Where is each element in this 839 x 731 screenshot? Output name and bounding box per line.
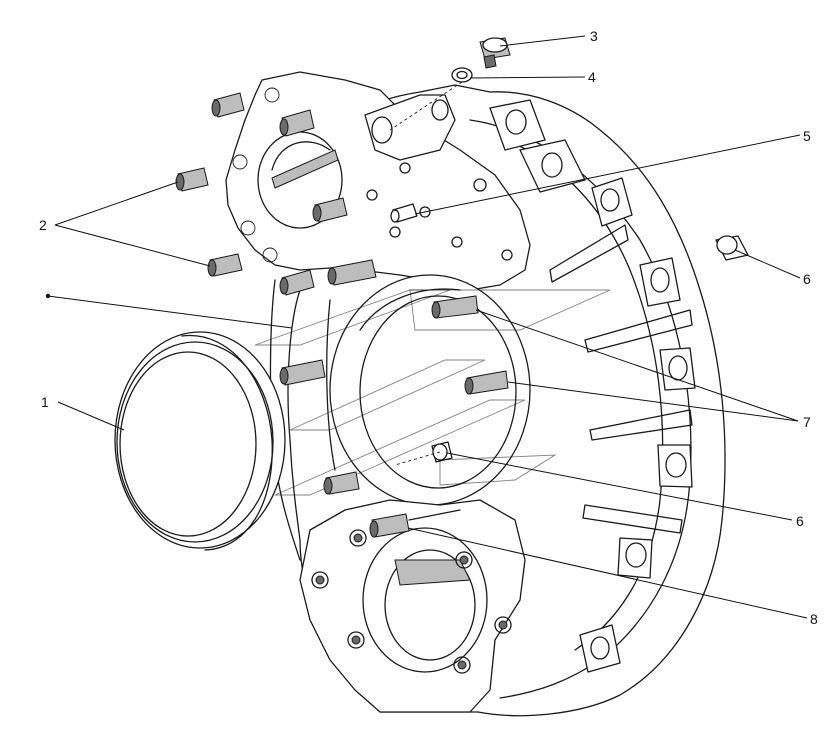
plug-6-center	[431, 441, 453, 463]
callout-3: 3	[590, 28, 598, 44]
leader-4	[469, 76, 586, 79]
stud-2a	[211, 92, 245, 118]
studs-lower	[279, 295, 509, 538]
washer-4	[451, 67, 473, 83]
rim-boss-2	[639, 257, 681, 307]
stud-plate-b	[312, 197, 348, 223]
leader-7b	[507, 381, 799, 422]
leader-6a	[734, 249, 801, 279]
flange-hole-4	[494, 616, 512, 634]
rim-boss-4	[657, 444, 693, 488]
stud-left	[279, 359, 326, 386]
rim-boss-5	[617, 537, 653, 579]
leader-1	[57, 401, 125, 431]
top-boss	[489, 99, 586, 193]
callout-6-lower: 6	[796, 513, 804, 529]
callout-6-upper: 6	[803, 271, 811, 287]
callout-labels: 1 2 3 4 5 6 6 7 8	[39, 28, 818, 627]
plug-6-right	[715, 235, 749, 261]
stud-7a	[431, 295, 479, 319]
callout-4: 4	[588, 69, 596, 85]
leader-5	[414, 134, 801, 215]
leader-2a	[54, 181, 179, 226]
leader-lines	[45, 35, 808, 619]
callout-5: 5	[803, 128, 811, 144]
background-watermark	[254, 289, 611, 496]
leader-6b	[446, 452, 793, 521]
stud-plate-c	[279, 269, 315, 296]
callout-2: 2	[39, 217, 47, 233]
leader-8	[407, 527, 808, 619]
stud-plate-a	[279, 109, 315, 137]
callout-7: 7	[803, 414, 811, 430]
central-bore	[329, 274, 531, 506]
leader-3	[499, 35, 586, 47]
stud-8	[369, 509, 461, 538]
leader-2b	[54, 224, 211, 267]
rim-boss-1	[591, 177, 633, 227]
stud-2c	[207, 253, 243, 277]
flange-hole-3	[311, 571, 329, 589]
bottom-flange	[299, 499, 526, 713]
seal-ring	[114, 331, 286, 551]
reference-dot	[45, 293, 51, 299]
stud-plate-d	[327, 259, 377, 286]
stud-2b	[175, 167, 209, 192]
stud-left-lower	[323, 471, 360, 495]
flange-hole-1	[349, 529, 367, 547]
stud-7b	[464, 370, 509, 395]
dowel-pin	[390, 203, 418, 223]
rim-boss-6	[579, 624, 621, 673]
bolt-3	[479, 37, 511, 69]
leader-dot	[47, 295, 293, 329]
leader-7a	[475, 309, 799, 422]
callout-8: 8	[810, 611, 818, 627]
flange-hole-6	[453, 656, 471, 674]
flange-hole-2	[455, 551, 473, 569]
flange-hole-5	[347, 631, 365, 649]
callout-1: 1	[41, 394, 49, 410]
studs-upper	[175, 92, 377, 296]
